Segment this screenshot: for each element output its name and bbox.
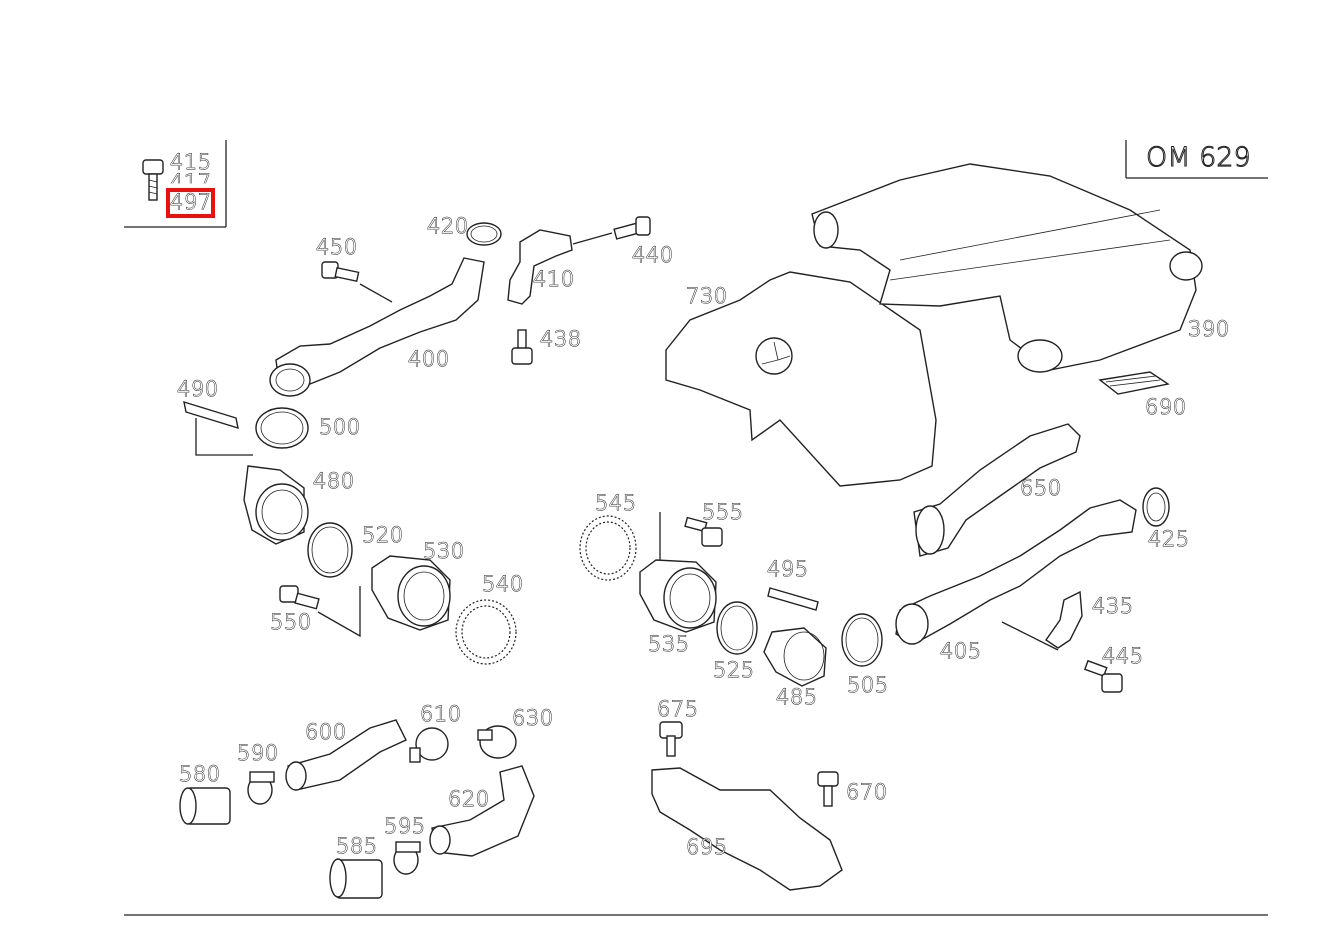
seal-ring-520: [307, 522, 353, 578]
part-label-400[interactable]: 400: [408, 347, 450, 371]
part-label-410[interactable]: 410: [533, 267, 575, 291]
bolt-675: [659, 721, 683, 757]
flange-535: [639, 559, 717, 633]
sensor-tube-580: [179, 787, 231, 825]
sensor-tube-585: [329, 858, 383, 899]
part-label-545[interactable]: 545: [595, 491, 637, 515]
clamp-630: [477, 725, 517, 759]
part-label-675[interactable]: 675: [657, 697, 699, 721]
engine-cover-730: [665, 271, 937, 487]
clamp-595: [393, 841, 421, 875]
clamp-590: [247, 771, 275, 805]
part-label-420[interactable]: 420: [427, 214, 469, 238]
clamp-435: [1001, 590, 1083, 651]
engine-label-frame: [1125, 140, 1268, 179]
clip-490: [183, 400, 253, 456]
clamp-610: [409, 727, 449, 763]
legend-frame: [124, 140, 227, 228]
part-label-670[interactable]: 670: [846, 780, 888, 804]
part-label-535[interactable]: 535: [648, 632, 690, 656]
seal-ring-500: [255, 407, 309, 449]
bracket-410: [507, 229, 573, 305]
part-label-525[interactable]: 525: [713, 658, 755, 682]
part-label-600[interactable]: 600: [305, 720, 347, 744]
bolt-550: [279, 585, 361, 638]
part-label-485[interactable]: 485: [776, 685, 818, 709]
legend-bolt-icon: [142, 159, 164, 201]
part-label-450[interactable]: 450: [316, 235, 358, 259]
part-label-550[interactable]: 550: [270, 610, 312, 634]
part-label-438[interactable]: 438: [540, 327, 582, 351]
part-label-530[interactable]: 530: [423, 539, 465, 563]
part-label-445[interactable]: 445: [1102, 644, 1144, 668]
bracket-695: [651, 767, 843, 891]
part-label-495[interactable]: 495: [767, 557, 809, 581]
gasket-545: [579, 515, 637, 581]
bolt-440: [572, 216, 651, 245]
part-label-540[interactable]: 540: [482, 572, 524, 596]
pipe-405: [895, 499, 1137, 645]
legend-label-417[interactable]: 417: [170, 170, 212, 194]
part-label-595[interactable]: 595: [384, 814, 426, 838]
duct-650: [913, 423, 1081, 557]
part-label-390[interactable]: 390: [1188, 317, 1230, 341]
part-label-505[interactable]: 505: [847, 673, 889, 697]
bolt-450: [321, 261, 393, 303]
adapter-485: [763, 627, 827, 687]
hose-620: [431, 765, 535, 857]
part-label-425[interactable]: 425: [1148, 527, 1190, 551]
adapter-480: [243, 465, 309, 545]
part-label-520[interactable]: 520: [362, 523, 404, 547]
part-label-490[interactable]: 490: [177, 377, 219, 401]
pipe-400: [275, 257, 485, 393]
part-label-555[interactable]: 555: [702, 500, 744, 524]
bolt-445: [1083, 659, 1123, 693]
part-label-650[interactable]: 650: [1020, 476, 1062, 500]
part-label-480[interactable]: 480: [313, 469, 355, 493]
seal-ring-420: [466, 222, 502, 246]
part-label-610[interactable]: 610: [420, 702, 462, 726]
seal-ring-525: [716, 601, 758, 655]
part-label-580[interactable]: 580: [179, 762, 221, 786]
part-label-590[interactable]: 590: [237, 741, 279, 765]
part-label-630[interactable]: 630: [512, 706, 554, 730]
part-label-585[interactable]: 585: [336, 834, 378, 858]
part-label-695[interactable]: 695: [686, 835, 728, 859]
bolt-670: [817, 771, 839, 807]
legend-label-497[interactable]: 497: [170, 190, 212, 214]
air-filter-housing-390: [811, 163, 1203, 373]
hose-600: [287, 719, 407, 791]
bolt-555: [659, 512, 723, 562]
part-label-620[interactable]: 620: [448, 787, 490, 811]
part-label-435[interactable]: 435: [1092, 594, 1134, 618]
part-label-500[interactable]: 500: [319, 415, 361, 439]
flange-530: [371, 555, 451, 631]
seal-ring-505: [841, 613, 883, 667]
engine-label: OM 629: [1146, 142, 1252, 174]
bolt-438: [511, 329, 533, 365]
part-label-405[interactable]: 405: [940, 639, 982, 663]
legend-label-415[interactable]: 415: [170, 150, 212, 174]
clip-495: [767, 587, 819, 611]
part-label-440[interactable]: 440: [632, 243, 674, 267]
gasket-540: [455, 599, 517, 665]
part-label-730[interactable]: 730: [686, 284, 728, 308]
filter-element-690: [1098, 371, 1170, 395]
highlight-box-497: [166, 188, 215, 218]
part-label-690[interactable]: 690: [1145, 395, 1187, 419]
